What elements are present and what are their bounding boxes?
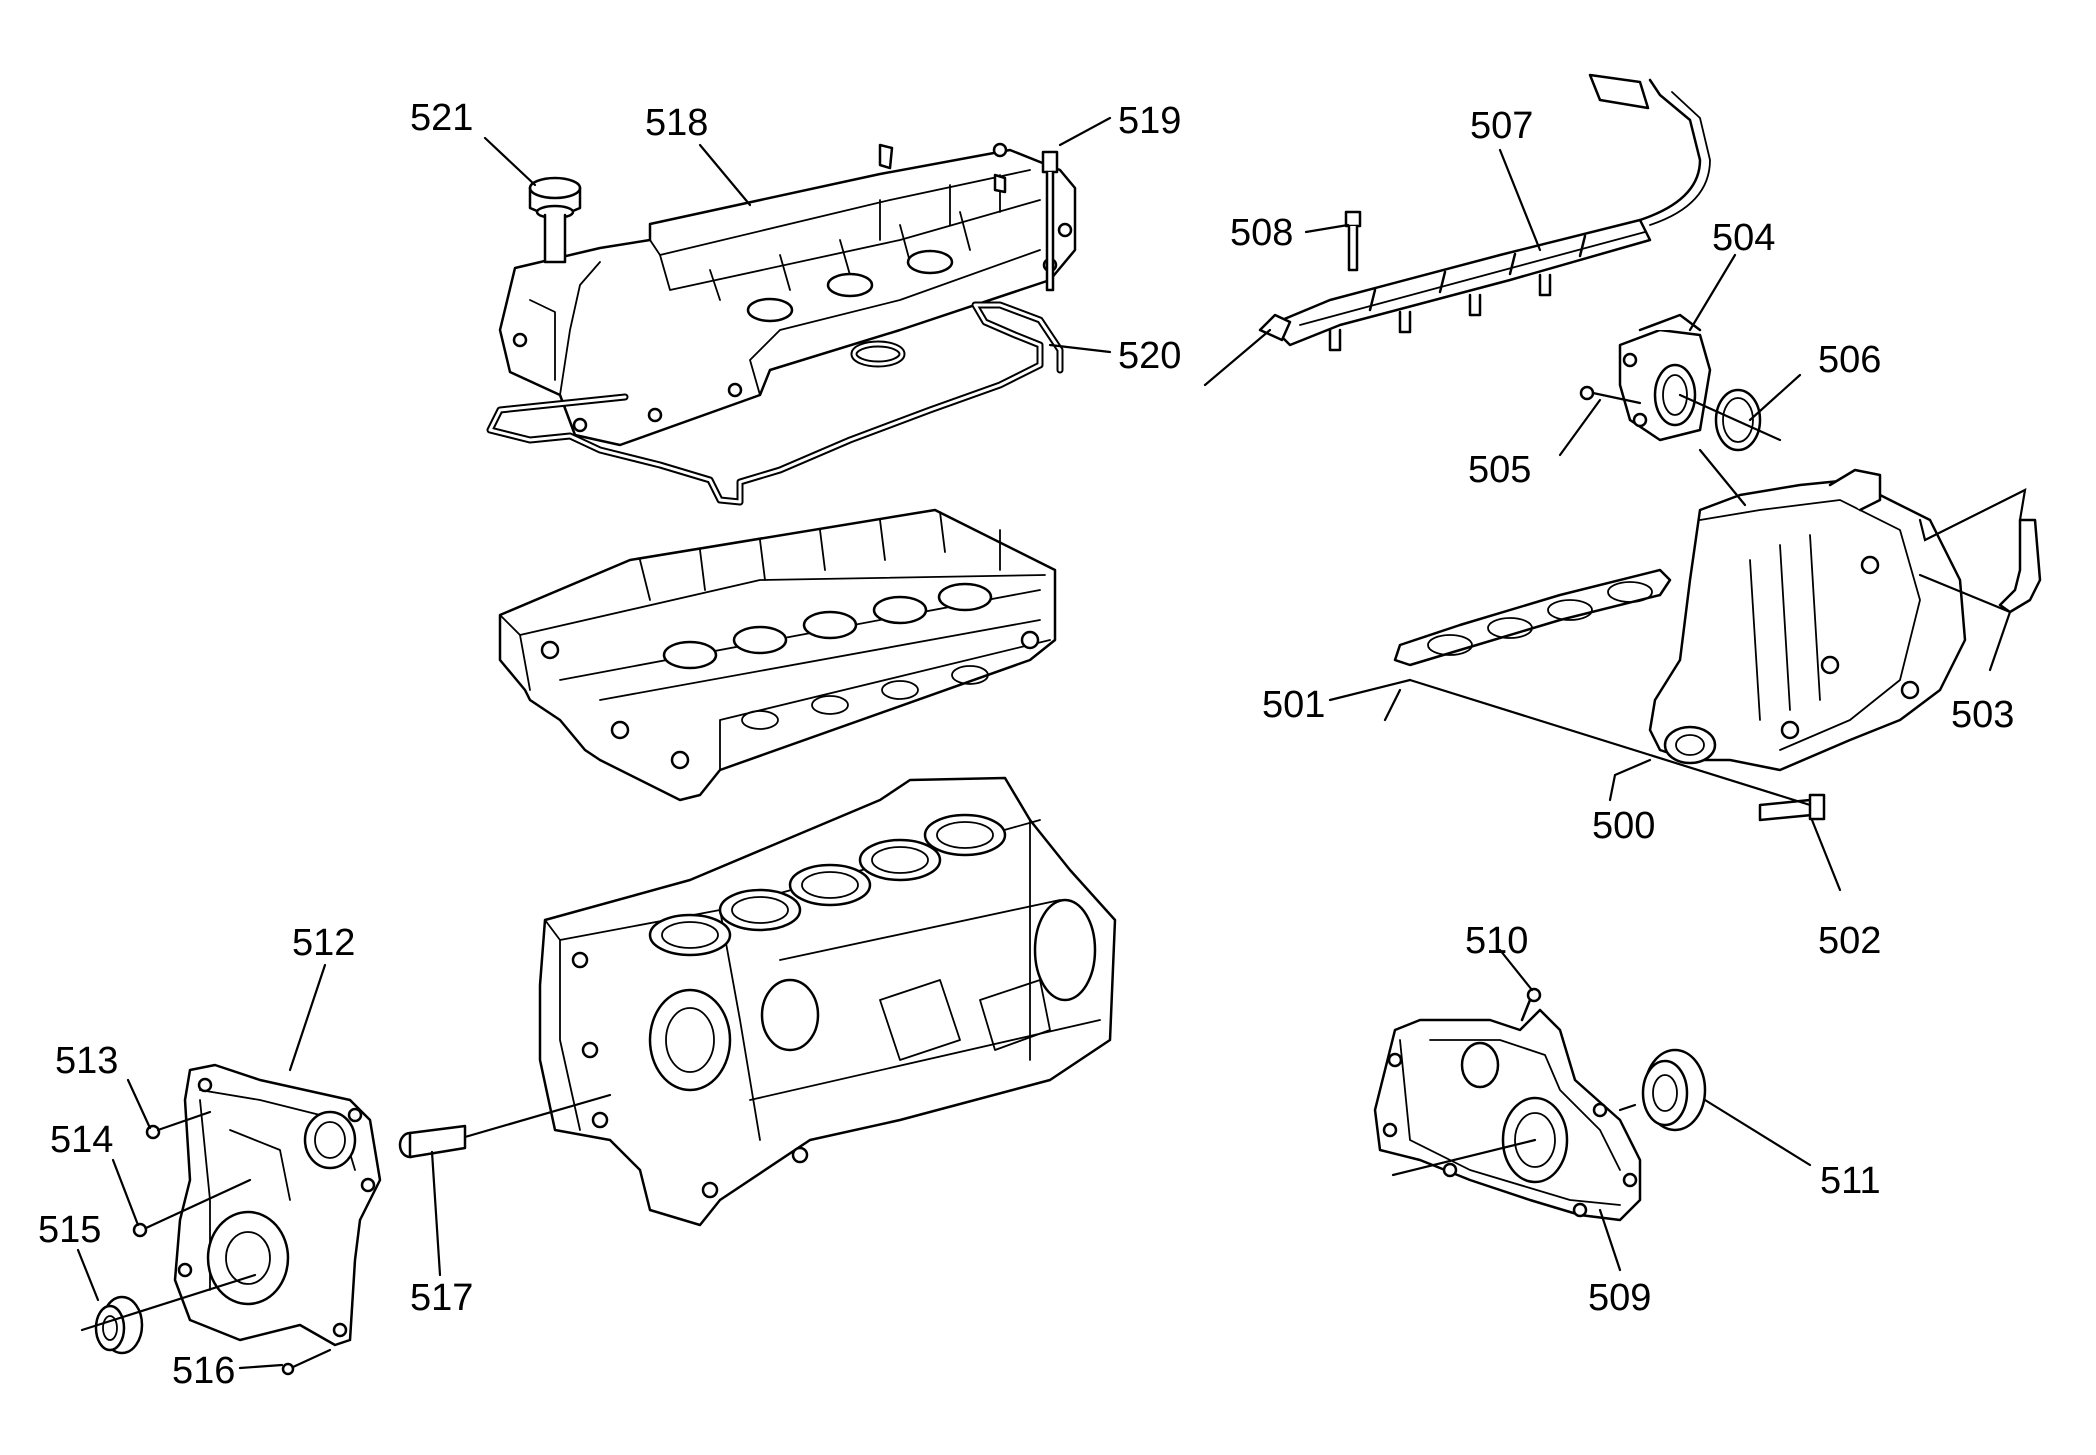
leader-504-manifold (1698, 448, 1747, 507)
timing-chain-cover (1373, 1008, 1642, 1222)
callout-518: 518 (645, 102, 708, 144)
callout-500: 500 (1592, 805, 1655, 847)
leader-506-inner (1678, 393, 1782, 442)
throttle-body-bolt (1579, 385, 1642, 405)
callout-515: 515 (38, 1209, 101, 1251)
intake-manifold (1648, 468, 1967, 772)
callout-513: 513 (55, 1040, 118, 1082)
callout-520: 520 (1118, 335, 1181, 377)
leader-503-hose (1918, 573, 2012, 614)
callout-511: 511 (1820, 1160, 1881, 1202)
camshaft-cover-gasket (486, 301, 1064, 506)
callout-521: 521 (410, 97, 473, 139)
leader-507-rail (1203, 328, 1272, 387)
callout-508: 508 (1230, 212, 1293, 254)
leader-lines (76, 116, 2012, 1370)
callout-504: 504 (1712, 217, 1775, 259)
leader-520 (1048, 343, 1112, 354)
leader-506 (1748, 373, 1802, 422)
leader-509 (1598, 1208, 1622, 1272)
leader-512 (288, 963, 327, 1072)
intake-manifold-bolt (1758, 793, 1826, 822)
callout-502: 502 (1818, 920, 1881, 962)
callout-503: 503 (1951, 694, 2014, 736)
leader-517-line (463, 1093, 612, 1139)
throttle-body (1618, 313, 1712, 442)
engine-front-cover (173, 1063, 382, 1347)
callout-labels: 500 501 502 503 504 505 506 507 508 509 … (38, 97, 2014, 1392)
callout-501: 501 (1262, 684, 1325, 726)
leader-501 (1328, 678, 1412, 702)
leader-501-left (1383, 688, 1402, 722)
callout-507: 507 (1470, 105, 1533, 147)
fuel-rail-and-injectors (1258, 73, 1711, 352)
leader-500 (1608, 758, 1652, 802)
leader-507 (1498, 148, 1542, 252)
oil-fill-cap (528, 176, 582, 264)
leader-504 (1688, 253, 1737, 332)
callout-514: 514 (50, 1119, 113, 1161)
front-cover-bolt-514 (132, 1178, 252, 1238)
front-cover-oil-seal (94, 1295, 144, 1355)
camshaft-cover-bolt (1041, 150, 1059, 292)
leader-503 (1988, 610, 2012, 672)
leader-514 (111, 1158, 140, 1227)
leader-508 (1304, 223, 1350, 234)
leader-518 (698, 143, 752, 207)
leader-509-inner (1391, 1138, 1537, 1177)
leader-519 (1058, 116, 1112, 147)
leader-515 (76, 1248, 100, 1302)
cylinder-head (498, 508, 1057, 802)
leader-515-line (80, 1273, 257, 1332)
leader-510 (1498, 948, 1534, 992)
timing-cover-bolt (1520, 987, 1542, 1022)
leader-513 (126, 1078, 152, 1130)
leader-517 (430, 1150, 442, 1277)
callout-512: 512 (292, 922, 355, 964)
callout-517: 517 (410, 1277, 473, 1319)
callout-510: 510 (1465, 920, 1528, 962)
callout-519: 519 (1118, 100, 1181, 142)
callout-505: 505 (1468, 449, 1531, 491)
leader-502 (1810, 818, 1842, 892)
leader-511-line (1618, 1103, 1637, 1112)
leader-521 (483, 136, 537, 187)
leader-511 (1703, 1098, 1812, 1167)
leader-505 (1558, 398, 1602, 457)
leader-501-to-502 (1408, 678, 1812, 807)
callout-516: 516 (172, 1350, 235, 1392)
engine-block-bolt (398, 1124, 467, 1159)
timing-cover-oil-seal (1641, 1048, 1707, 1132)
callout-506: 506 (1818, 339, 1881, 381)
callout-509: 509 (1588, 1277, 1651, 1319)
engine-block (538, 776, 1117, 1227)
intake-manifold-gasket (1393, 568, 1672, 667)
fuel-rail-bolt (1344, 210, 1362, 272)
leader-516 (238, 1363, 284, 1370)
front-cover-bolt-516 (281, 1348, 332, 1376)
